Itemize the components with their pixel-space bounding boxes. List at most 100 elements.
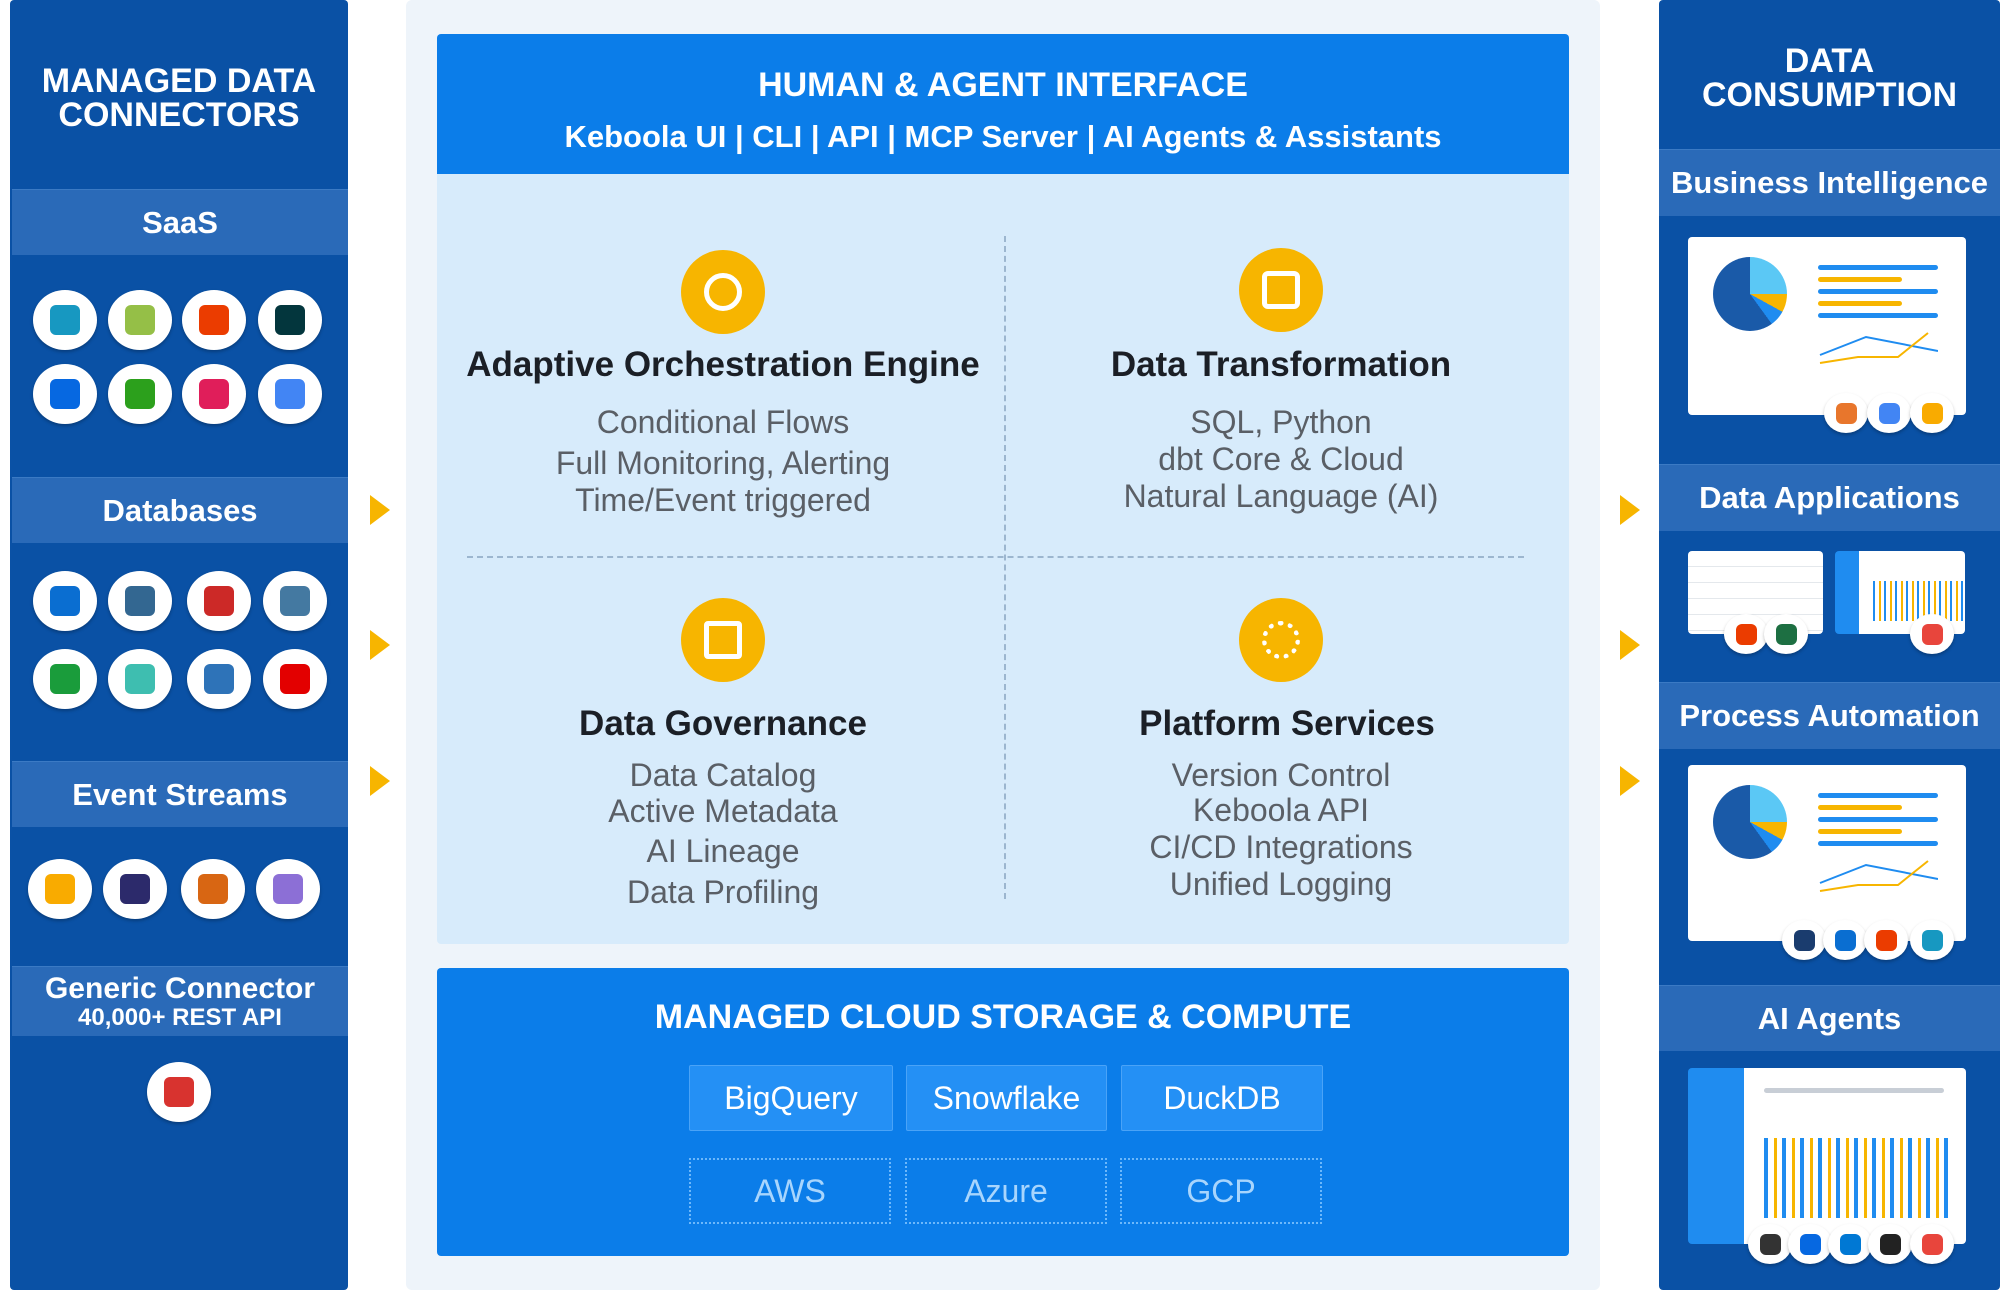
excel-icon bbox=[1764, 614, 1808, 654]
platform-services-icon bbox=[1239, 598, 1323, 682]
ibm-db2-icon bbox=[33, 649, 97, 709]
google-analytics-icon bbox=[28, 859, 92, 919]
mysql-icon bbox=[263, 571, 327, 631]
quadrant-item: Version Control bbox=[1171, 757, 1391, 793]
section-event-streams-label: Event Streams bbox=[72, 776, 288, 812]
line-chart-icon bbox=[1819, 332, 1938, 364]
governance-icon bbox=[681, 598, 765, 682]
quadrant-title: Adaptive Orchestration Engine bbox=[466, 345, 980, 384]
sap-icon bbox=[1823, 920, 1867, 960]
quadrant-title: Platform Services bbox=[1139, 704, 1435, 743]
section-data-apps-label: Data Applications bbox=[1699, 480, 1960, 515]
sql-server-icon bbox=[187, 571, 251, 631]
aws-kinesis-icon bbox=[181, 859, 245, 919]
left-panel-title: MANAGED DATA CONNECTORS bbox=[10, 64, 348, 132]
quadrant-item: Data Profiling bbox=[626, 874, 820, 910]
hexagon-icon bbox=[256, 859, 320, 919]
bar-line bbox=[1818, 829, 1902, 834]
bar-line bbox=[1818, 793, 1938, 798]
quadrant-item: CI/CD Integrations bbox=[1149, 829, 1413, 865]
office-icon bbox=[182, 290, 246, 350]
openai-icon bbox=[1868, 1224, 1912, 1264]
section-data-applications: Data Applications bbox=[1659, 464, 2000, 531]
cloud-aws: AWS bbox=[689, 1158, 891, 1224]
bar-line bbox=[1818, 841, 1938, 846]
bar-line bbox=[1818, 805, 1902, 810]
shopify-icon bbox=[108, 290, 172, 350]
left-title-line1: MANAGED DATA bbox=[41, 62, 317, 100]
oracle-icon bbox=[263, 649, 327, 709]
divider-horizontal bbox=[467, 556, 1524, 558]
bar-line bbox=[1818, 289, 1938, 294]
bar-line bbox=[1818, 313, 1938, 318]
left-title-line2: CONNECTORS bbox=[58, 96, 300, 134]
cloud-gcp: GCP bbox=[1120, 1158, 1322, 1224]
looker-icon bbox=[1867, 393, 1911, 433]
process-automation-illustration bbox=[1688, 765, 1966, 941]
generic-connector-label: Generic Connector bbox=[44, 971, 316, 1005]
bar-line bbox=[1818, 817, 1938, 822]
postgresql-icon bbox=[108, 571, 172, 631]
bi-dashboard-illustration bbox=[1688, 237, 1966, 415]
quadrant-item: Time/Event triggered bbox=[575, 482, 871, 518]
generic-connector-sublabel: 40,000+ REST API bbox=[78, 1003, 282, 1031]
quadrant-item: SQL, Python bbox=[1190, 404, 1372, 440]
bar-line bbox=[1818, 265, 1938, 270]
interface-subtitle: Keboola UI | CLI | API | MCP Server | AI… bbox=[564, 119, 1442, 154]
header-line bbox=[1764, 1088, 1944, 1093]
section-ai-agents-label: AI Agents bbox=[1757, 1000, 1902, 1036]
google-analytics-icon bbox=[1910, 393, 1954, 433]
orchestration-icon bbox=[681, 250, 765, 334]
elastic-icon bbox=[108, 649, 172, 709]
section-databases: Databases bbox=[12, 477, 348, 543]
notion-icon bbox=[1782, 920, 1826, 960]
quadrant-item: Unified Logging bbox=[1169, 866, 1393, 902]
arrow-right-icon bbox=[370, 495, 390, 525]
quadrant-title: Data Governance bbox=[579, 704, 867, 743]
engine-bigquery: BigQuery bbox=[689, 1065, 893, 1131]
transformation-icon bbox=[1239, 248, 1323, 332]
api-gear-icon bbox=[147, 1062, 211, 1122]
right-panel-title: DATA CONSUMPTION bbox=[1659, 44, 2000, 112]
bar-line bbox=[1818, 277, 1902, 282]
sap-icon bbox=[33, 571, 97, 631]
quadrant-item: AI Lineage bbox=[646, 833, 800, 869]
google-ads-icon bbox=[258, 364, 322, 424]
quadrant-title: Data Transformation bbox=[1110, 345, 1452, 384]
slack-icon bbox=[182, 364, 246, 424]
section-event-streams: Event Streams bbox=[12, 761, 348, 827]
right-title-line1: DATA bbox=[1784, 42, 1875, 80]
quadrant-item: Full Monitoring, Alerting bbox=[555, 445, 891, 481]
quadrant-item: Conditional Flows bbox=[596, 404, 850, 440]
arrow-right-icon bbox=[1620, 495, 1640, 525]
quadrant-item: Keboola API bbox=[1192, 792, 1370, 828]
storage-title: MANAGED CLOUD STORAGE & COMPUTE bbox=[654, 998, 1352, 1036]
capabilities-area bbox=[437, 174, 1569, 944]
office-icon bbox=[1864, 920, 1908, 960]
quadrant-item: Data Catalog bbox=[629, 757, 817, 793]
quickbooks-icon bbox=[108, 364, 172, 424]
engine-duckdb: DuckDB bbox=[1121, 1065, 1323, 1131]
quadrant-item: dbt Core & Cloud bbox=[1158, 441, 1404, 477]
azure-icon bbox=[1828, 1224, 1872, 1264]
section-business-intelligence: Business Intelligence bbox=[1659, 149, 2000, 216]
tableau-icon bbox=[1824, 393, 1868, 433]
section-saas: SaaS bbox=[12, 189, 348, 255]
salesforce-icon bbox=[33, 290, 97, 350]
engine-snowflake: Snowflake bbox=[906, 1065, 1107, 1131]
zendesk-icon bbox=[258, 290, 322, 350]
section-bi-label: Business Intelligence bbox=[1671, 165, 1988, 200]
github-icon bbox=[1748, 1224, 1792, 1264]
arrow-right-icon bbox=[1620, 766, 1640, 796]
bar-chart-icon bbox=[1764, 1138, 1954, 1218]
interface-title: HUMAN & AGENT INTERFACE bbox=[758, 66, 1248, 104]
adobe-analytics-icon bbox=[103, 859, 167, 919]
arrow-right-icon bbox=[370, 630, 390, 660]
divider-vertical bbox=[1004, 236, 1006, 899]
quadrant-item: Natural Language (AI) bbox=[1123, 478, 1439, 514]
section-databases-label: Databases bbox=[102, 492, 258, 528]
section-ai-agents: AI Agents bbox=[1659, 985, 2000, 1051]
salesforce-icon bbox=[1910, 920, 1954, 960]
right-title-line2: CONSUMPTION bbox=[1702, 76, 1957, 114]
section-saas-label: SaaS bbox=[142, 204, 218, 240]
